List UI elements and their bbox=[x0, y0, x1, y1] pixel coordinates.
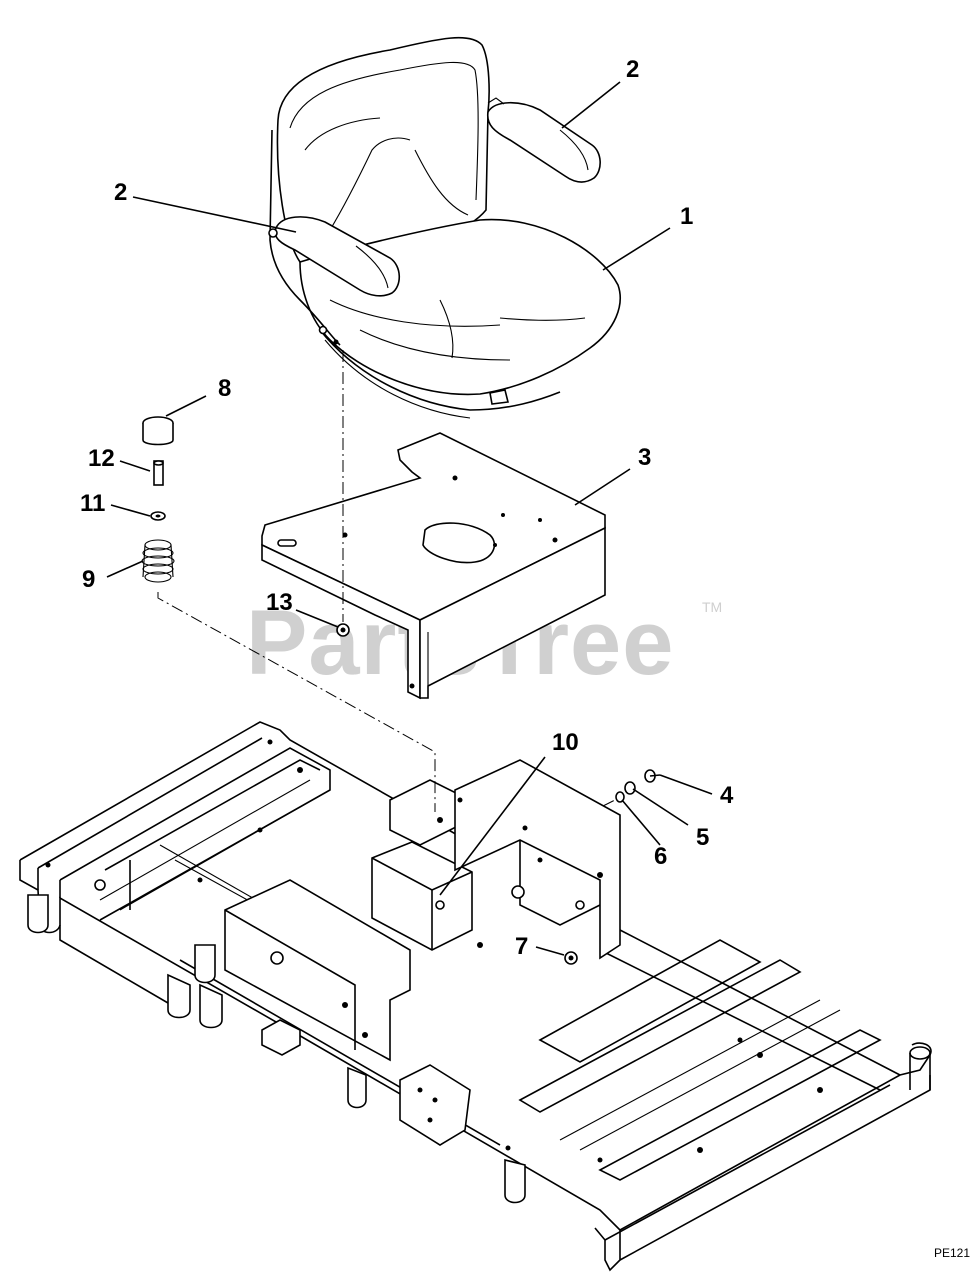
callout-nut[interactable]: 7 bbox=[515, 933, 528, 960]
callout-pin[interactable]: 10 bbox=[552, 729, 579, 756]
callout-seat[interactable]: 1 bbox=[680, 203, 693, 230]
callout-bolt[interactable]: 4 bbox=[720, 782, 734, 809]
spacer-drawing[interactable] bbox=[153, 460, 164, 486]
nut-small-drawing[interactable] bbox=[336, 623, 350, 637]
callout-spring[interactable]: 9 bbox=[82, 566, 95, 593]
callout-armrest-left[interactable]: 2 bbox=[114, 179, 127, 206]
callout-armrest-right[interactable]: 2 bbox=[626, 56, 639, 83]
washer-small-drawing[interactable] bbox=[150, 511, 166, 521]
callout-nut-small[interactable]: 13 bbox=[266, 589, 293, 616]
callout-lock-washer[interactable]: 6 bbox=[654, 843, 667, 870]
callout-spacer[interactable]: 12 bbox=[88, 445, 115, 472]
assembly-lines bbox=[157, 350, 618, 812]
callout-seat-plate[interactable]: 3 bbox=[638, 444, 651, 471]
callout-bumper[interactable]: 8 bbox=[218, 375, 231, 402]
armrest-left-drawing[interactable] bbox=[268, 216, 401, 297]
armrest-right-drawing[interactable] bbox=[486, 97, 601, 183]
seat-plate-drawing[interactable] bbox=[261, 432, 606, 700]
watermark-trademark: TM bbox=[702, 599, 722, 615]
bumper-drawing[interactable] bbox=[142, 416, 174, 446]
leader-lines bbox=[106, 81, 713, 956]
callout-washer-small[interactable]: 11 bbox=[80, 490, 105, 517]
frame-drawing bbox=[19, 721, 932, 1272]
callout-washer[interactable]: 5 bbox=[696, 824, 709, 851]
nut-drawing[interactable] bbox=[564, 951, 578, 965]
drawing-code: PE121 bbox=[934, 1246, 970, 1260]
spring-drawing[interactable] bbox=[141, 539, 175, 583]
bolt-drawing[interactable] bbox=[644, 769, 661, 783]
lock-washer-drawing[interactable] bbox=[615, 791, 625, 803]
washer-drawing[interactable] bbox=[624, 781, 636, 795]
